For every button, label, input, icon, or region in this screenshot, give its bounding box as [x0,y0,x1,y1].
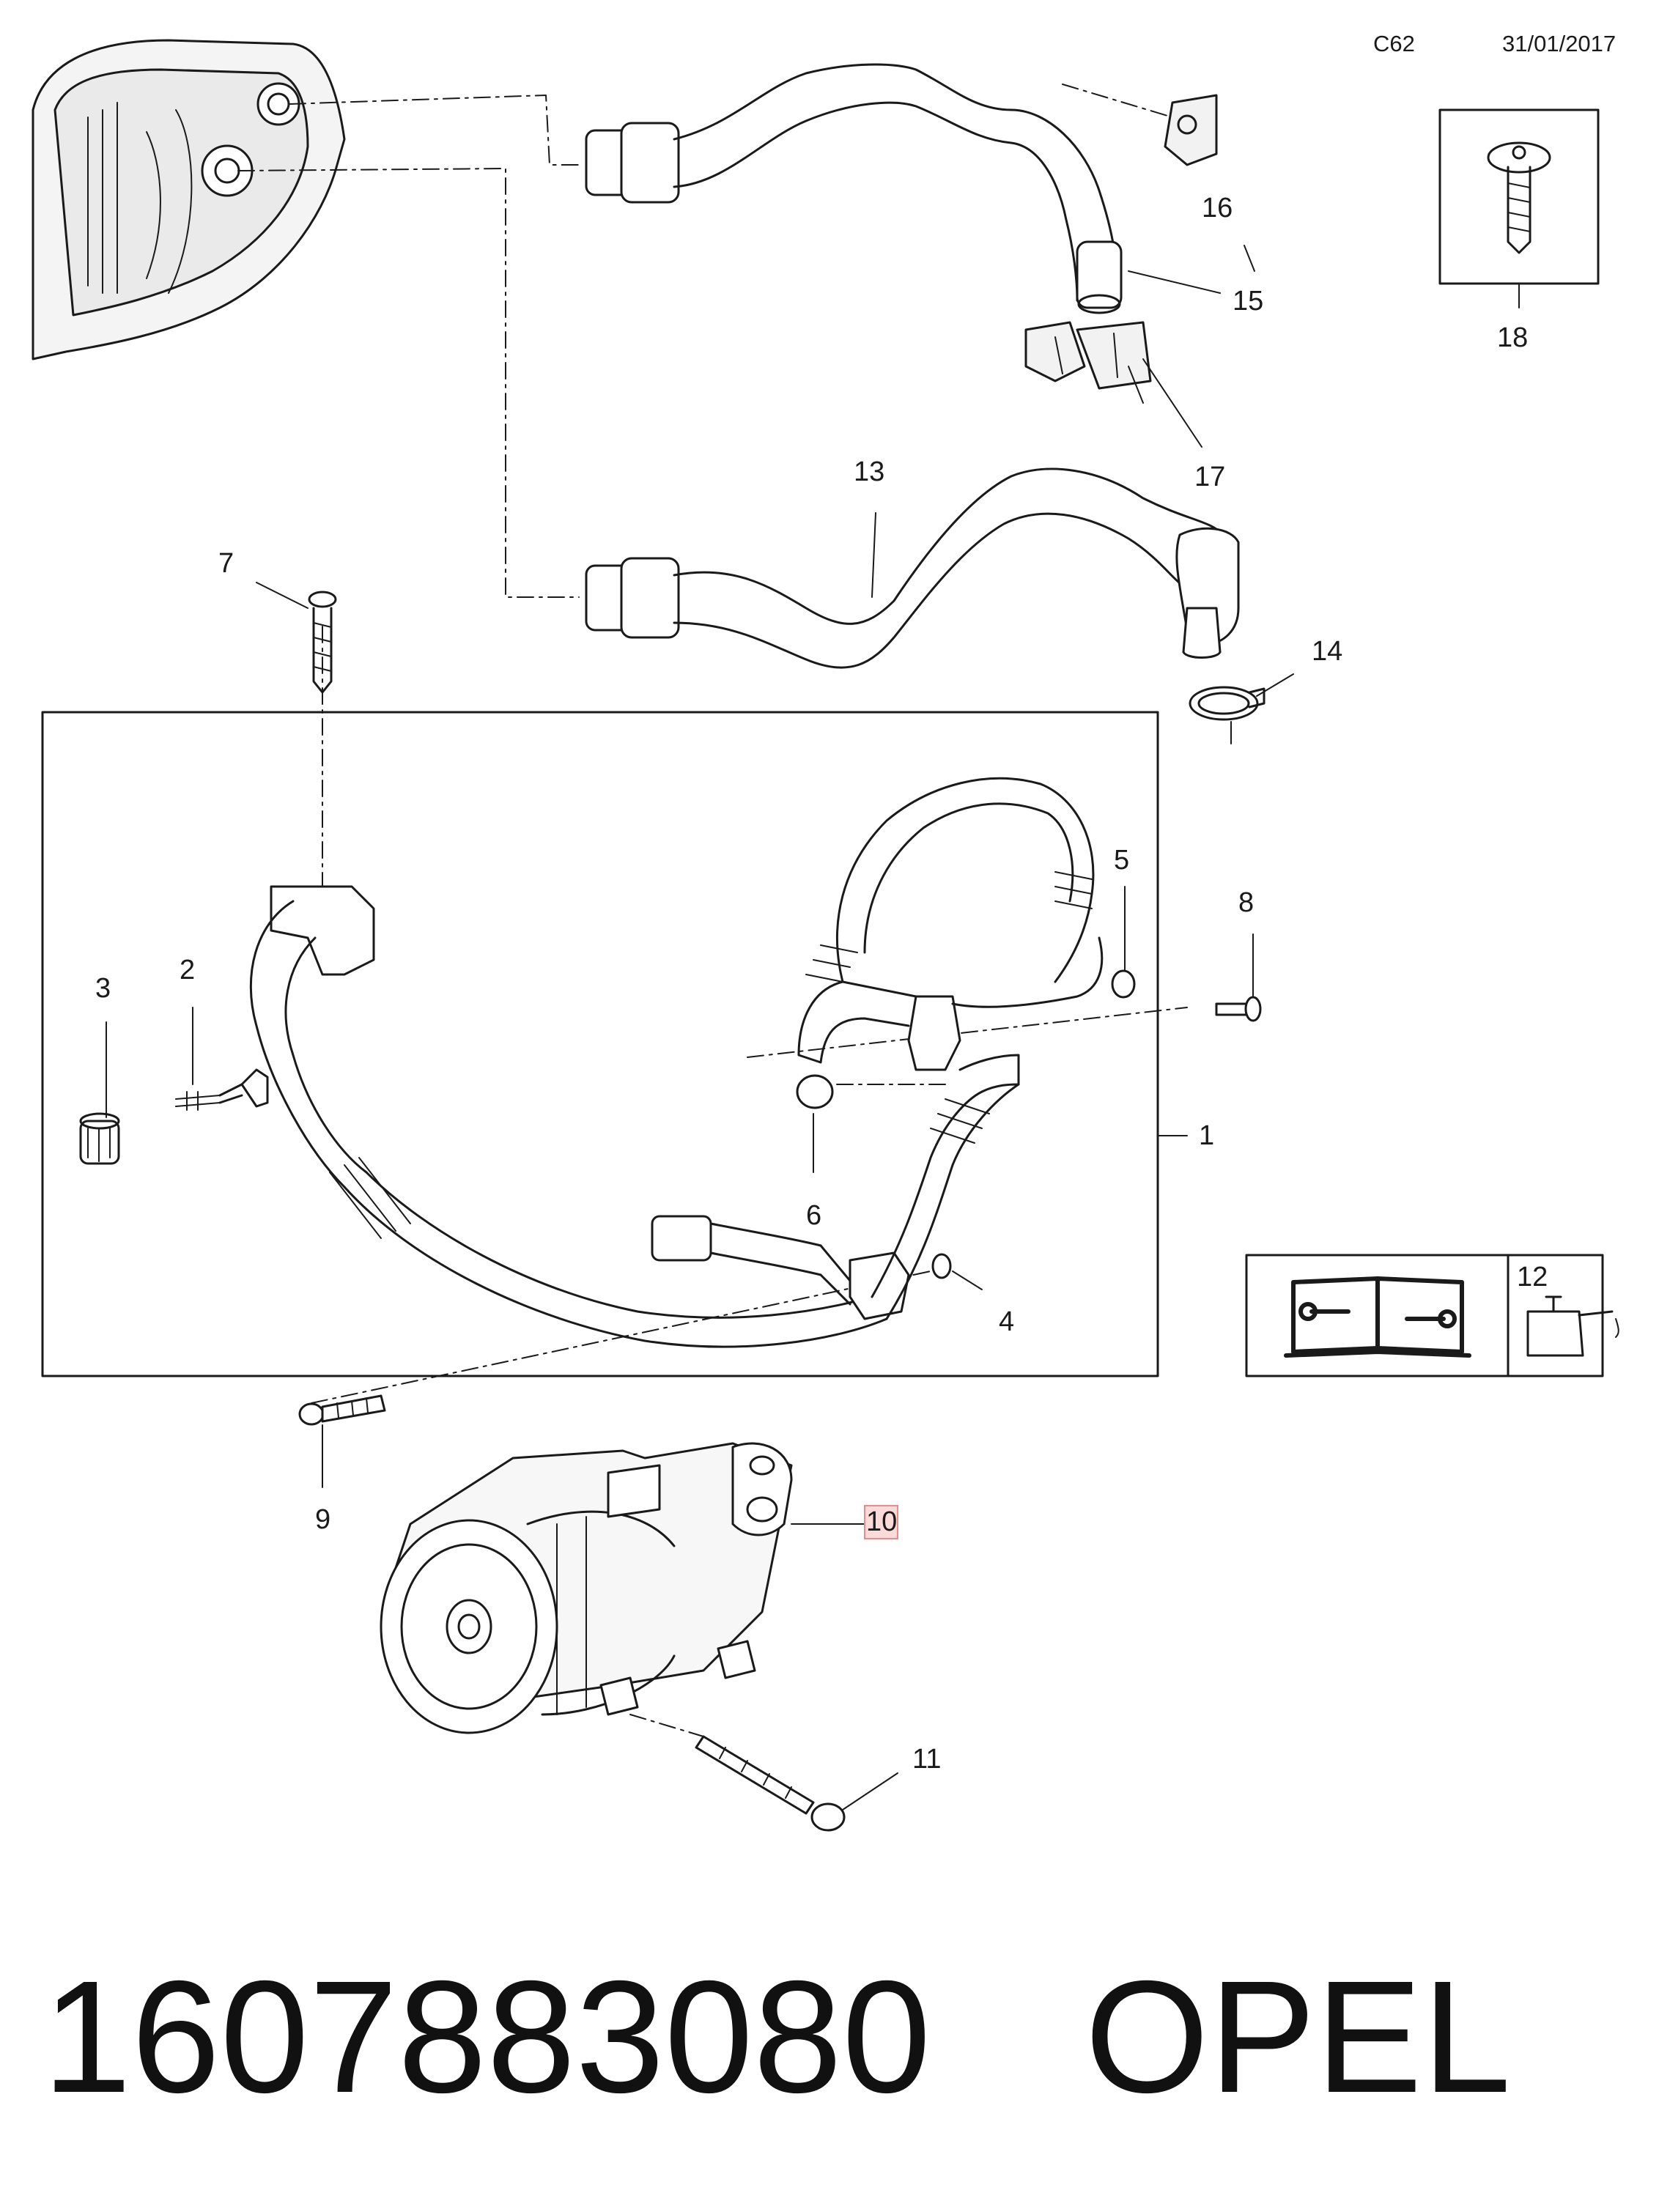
clip-16-illustration [1164,94,1218,166]
bolt-8-illustration [1215,996,1262,1022]
callout-3[interactable]: 3 [95,973,111,1004]
bolt-11-illustration [695,1735,846,1832]
callout-9[interactable]: 9 [315,1504,331,1535]
callout-13[interactable]: 13 [854,456,885,487]
callout-8[interactable]: 8 [1238,887,1255,918]
callout-18[interactable]: 18 [1497,322,1529,353]
callout-10[interactable]: 10 [866,1506,898,1537]
page-code: C62 [1373,31,1415,56]
service-valve-illustration [175,1068,269,1111]
callout-15[interactable]: 15 [1233,286,1264,317]
callout-16[interactable]: 16 [1202,193,1233,223]
callout-12[interactable]: 12 [1517,1262,1548,1292]
callout-17[interactable]: 17 [1194,462,1226,492]
callout-1[interactable]: 1 [1199,1120,1215,1151]
engine-housing-illustration [32,39,346,360]
ac-line-assembly-illustration [249,777,1104,1348]
clamp-14-illustration [1189,686,1266,744]
clip-17-illustration [1024,321,1152,390]
valve-cap-illustration [79,1112,120,1165]
hose-13-illustration [585,467,1240,669]
part-number: 1607883080 [43,1948,931,2126]
oil-can-icon [1526,1295,1619,1357]
hose-15-illustration [585,63,1123,314]
callout-14[interactable]: 14 [1312,636,1343,667]
callout-2[interactable]: 2 [180,955,196,985]
callout-11[interactable]: 11 [912,1744,942,1775]
callout-6[interactable]: 6 [806,1200,822,1231]
ac-compressor-icon [380,1442,793,1734]
page-date: 31/01/2017 [1502,31,1616,56]
bolt-7-illustration [308,591,337,694]
brand-name: OPEL [1085,1948,1512,2126]
service-manual-icon [1284,1276,1471,1358]
bolt-9-illustration [298,1394,386,1426]
callout-5[interactable]: 5 [1114,845,1130,876]
o-ring-illustration [796,969,1136,1279]
screw-icon [1487,141,1551,254]
callout-4[interactable]: 4 [999,1306,1015,1337]
callout-7[interactable]: 7 [218,548,234,579]
highlight-box [864,1505,898,1539]
